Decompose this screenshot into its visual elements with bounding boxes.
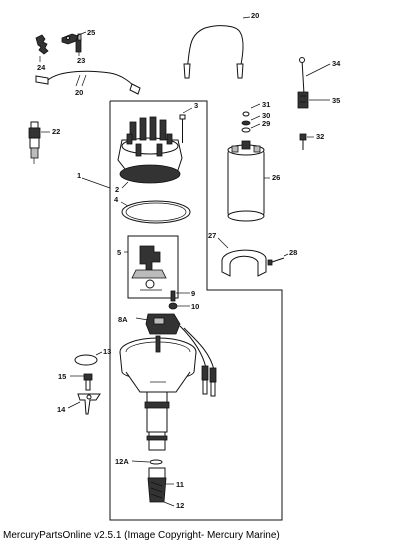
distributor-cap-2: 2 xyxy=(115,116,183,194)
spark-plug-wire-20: 20 xyxy=(35,70,141,97)
callout-30: 30 xyxy=(262,111,270,120)
hold-down-clamp-14: 14 xyxy=(57,393,101,415)
ground-wire-34: 34 xyxy=(299,57,341,95)
bolt-15: 15 xyxy=(58,372,93,391)
washer-10: 10 xyxy=(168,302,199,311)
coil-bracket-27: 27 xyxy=(208,231,267,277)
callout-22: 22 xyxy=(52,127,60,136)
callout-10: 10 xyxy=(191,302,199,311)
module-8A: 8A xyxy=(118,313,217,397)
callout-35: 35 xyxy=(332,96,340,105)
callout-8A: 8A xyxy=(118,315,128,324)
distributor-assembly-outline xyxy=(109,100,283,521)
callout-9: 9 xyxy=(191,289,195,298)
callout-12A: 12A xyxy=(115,457,129,466)
coil-nut-29: 29 xyxy=(241,119,270,133)
callout-5: 5 xyxy=(117,248,121,257)
callout-26: 26 xyxy=(272,173,280,182)
spark-plug-22: 22 xyxy=(28,121,60,164)
distributor-housing xyxy=(119,335,197,451)
coil-nut-31: 31 xyxy=(242,100,270,117)
callout-20-top: 20 xyxy=(251,11,259,20)
cap-gasket-4: 4 xyxy=(114,195,191,224)
bracket-screw-28: 28 xyxy=(267,248,297,266)
callout-11: 11 xyxy=(176,480,184,489)
callout-23: 23 xyxy=(77,56,85,65)
callout-4: 4 xyxy=(114,195,119,204)
callout-15: 15 xyxy=(58,372,66,381)
screw-32: 32 xyxy=(299,132,324,150)
callout-1: 1 xyxy=(77,171,81,180)
callout-12: 12 xyxy=(176,501,184,510)
callout-20-left: 20 xyxy=(75,88,83,97)
coil-washer-30: 30 xyxy=(241,111,270,126)
wire-clip-24: 24 xyxy=(35,34,49,72)
callout-2: 2 xyxy=(115,185,119,194)
distributor-parts-diagram: 20 24 23 25 20 22 xyxy=(28,11,341,521)
bracket-35: 35 xyxy=(297,91,340,109)
copyright-caption: MercuryPartsOnline v2.5.1 (Image Copyrig… xyxy=(3,530,280,541)
callout-3: 3 xyxy=(194,101,198,110)
callout-27: 27 xyxy=(208,231,216,240)
o-ring-13: 13 xyxy=(74,347,111,366)
callout-29: 29 xyxy=(262,119,270,128)
callout-14: 14 xyxy=(57,405,66,414)
pin-9: 9 xyxy=(170,289,195,302)
roll-pin-12: 12 xyxy=(163,501,184,510)
cap-screw-3: 3 xyxy=(179,101,198,143)
callout-24: 24 xyxy=(37,63,46,72)
callout-28: 28 xyxy=(289,248,297,257)
washer-12A: 12A xyxy=(115,457,163,466)
wire-clip-23: 23 xyxy=(75,33,85,65)
callout-31: 31 xyxy=(262,100,270,109)
coil-wire-20: 20 xyxy=(183,11,259,79)
callout-34: 34 xyxy=(332,59,341,68)
drive-gear-11: 11 xyxy=(147,467,184,503)
callout-1-leader: 1 xyxy=(77,171,111,189)
wire-separator-25: 25 xyxy=(61,28,95,45)
callout-32: 32 xyxy=(316,132,324,141)
ignition-coil-26: 26 xyxy=(227,140,280,222)
callout-13: 13 xyxy=(103,347,111,356)
callout-25: 25 xyxy=(87,28,95,37)
rotor-assembly-5: 5 xyxy=(117,235,179,299)
